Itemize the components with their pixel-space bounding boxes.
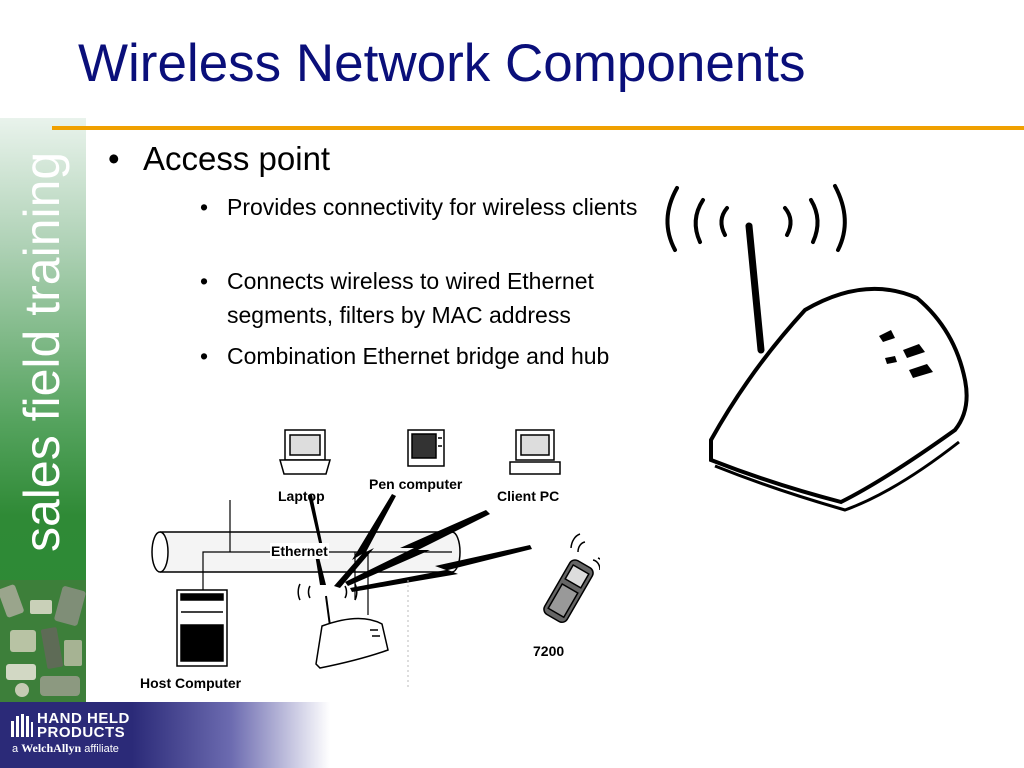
- diagram-label-pen-computer: Pen computer: [369, 476, 463, 492]
- diagram-label-client-pc: Client PC: [497, 488, 560, 504]
- handheld-7200-icon: [543, 533, 600, 624]
- sub-bullet-marker: •: [200, 194, 209, 220]
- affiliate-prefix: a: [12, 743, 19, 755]
- diagram-label-ethernet: Ethernet: [270, 543, 329, 559]
- access-point-illustration: [665, 184, 969, 512]
- access-point-body: [709, 286, 969, 505]
- sub-bullet-text: Connects wireless to wired Ethernet segm…: [227, 268, 594, 328]
- hand-held-products-logo-icon: [11, 714, 33, 737]
- laptop-icon: [279, 429, 331, 475]
- host-computer-icon: [176, 589, 228, 667]
- bullet-text: Access point: [143, 140, 331, 177]
- logo-text-line1: HAND HELD: [37, 710, 130, 727]
- product-collage-image: [0, 580, 86, 702]
- client-pc-icon: [509, 429, 561, 475]
- logo-text-line2: PRODUCTS: [37, 724, 126, 741]
- antenna: [745, 222, 765, 354]
- bullet-marker: •: [108, 140, 120, 177]
- pen-computer-icon: [407, 429, 445, 467]
- title-divider: [52, 126, 1024, 130]
- diagram-label-host-computer: Host Computer: [140, 675, 242, 691]
- small-access-point-icon: [297, 583, 389, 669]
- diagram-label-laptop: Laptop: [278, 488, 325, 504]
- sub-bullet-text: Combination Ethernet bridge and hub: [227, 343, 610, 369]
- diagram-label-7200: 7200: [533, 643, 565, 659]
- logo-band: [0, 702, 330, 768]
- sub-bullet-marker: •: [200, 268, 209, 294]
- affiliate-brand: WelchAllyn: [21, 741, 82, 755]
- network-diagram: [151, 429, 600, 690]
- sidebar-vertical-text: sales field training: [14, 151, 70, 552]
- affiliate-suffix: affiliate: [84, 743, 119, 755]
- slide-title: Wireless Network Components: [78, 34, 806, 93]
- sub-bullet-text: Provides connectivity for wireless clien…: [227, 194, 638, 220]
- logo-affiliate-text: a WelchAllyn affiliate: [12, 741, 119, 756]
- wireless-link-bolts: [308, 494, 532, 592]
- sub-bullet-marker: •: [200, 343, 209, 369]
